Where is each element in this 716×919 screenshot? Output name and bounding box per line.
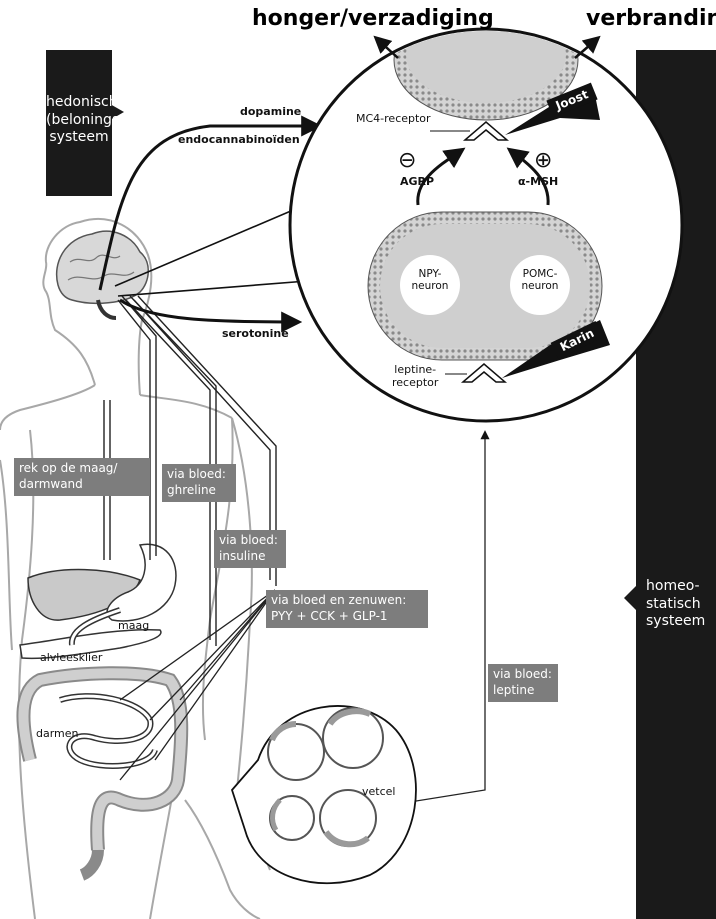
leptin-label-1: via bloed: [493,667,553,683]
homeostatic-label-3: systeem [646,613,705,631]
endocannabinoids-label: endocannabinoïden [178,134,300,147]
ghrelin-label-2: ghreline [167,483,231,499]
pomc-label-2: neuron [510,280,570,292]
intestines-label: darmen [36,728,79,741]
leptin-receptor-label-2: receptor [392,377,438,390]
pomc-neuron-label: POMC- neuron [510,268,570,292]
agrp-label: AGRP [400,176,434,189]
leptin-receptor-label-1: leptine- [392,364,438,377]
hunger-satiety-title: honger/verzadiging [252,6,494,31]
npy-label-1: NPY- [400,268,460,280]
serotonin-label: serotonine [222,328,289,341]
hedonic-label-3: systeem [46,129,112,147]
human-body-outline [0,219,270,919]
leptin-receptor-label: leptine- receptor [392,364,438,389]
insulin-label-2: insuline [219,549,281,565]
insulin-label-1: via bloed: [219,533,281,549]
burn-title: verbranding [586,6,716,31]
stomach-label: maag [118,620,149,633]
pyy-label-2: PYY + CCK + GLP-1 [271,609,423,625]
pyy-label-box: via bloed en zenuwen: PYY + CCK + GLP-1 [266,590,428,628]
homeostatic-label-1: homeo- [646,578,705,596]
dopamine-label: dopamine [240,106,301,119]
hedonic-label-1: hedonisch [46,94,112,112]
npy-neuron-label: NPY- neuron [400,268,460,292]
hedonic-label-2: (belonings-) [46,112,112,130]
npy-label-2: neuron [400,280,460,292]
homeostatic-label: homeo- statisch systeem [646,578,705,631]
fat-cell-label: vetcel [362,786,395,799]
ghrelin-label-1: via bloed: [167,467,231,483]
homeostatic-label-notch [624,586,636,610]
zoom-line-bottom [118,280,320,296]
stretch-label-box: rek op de maag/ darmwand [14,458,150,496]
pyy-label-1: via bloed en zenuwen: [271,593,423,609]
pomc-label-1: POMC- [510,268,570,280]
pancreas-label: alvleesklier [40,652,102,665]
leptin-label-box: via bloed: leptine [488,664,558,702]
leptin-label-2: leptine [493,683,553,699]
hedonic-system-box: hedonisch (belonings-) systeem [46,50,112,196]
homeostatic-label-2: statisch [646,596,705,614]
ghrelin-label-box: via bloed: ghreline [162,464,236,502]
stretch-label-1: rek op de maag/ [19,461,145,477]
organs [20,544,181,875]
stretch-label-2: darmwand [19,477,145,493]
plus-sign: ⊕ [534,148,552,173]
minus-sign: ⊖ [398,148,416,173]
insulin-label-box: via bloed: insuline [214,530,286,568]
amsh-label: α-MSH [518,176,558,189]
mc4-receptor-label: MC4-receptor [356,113,431,126]
